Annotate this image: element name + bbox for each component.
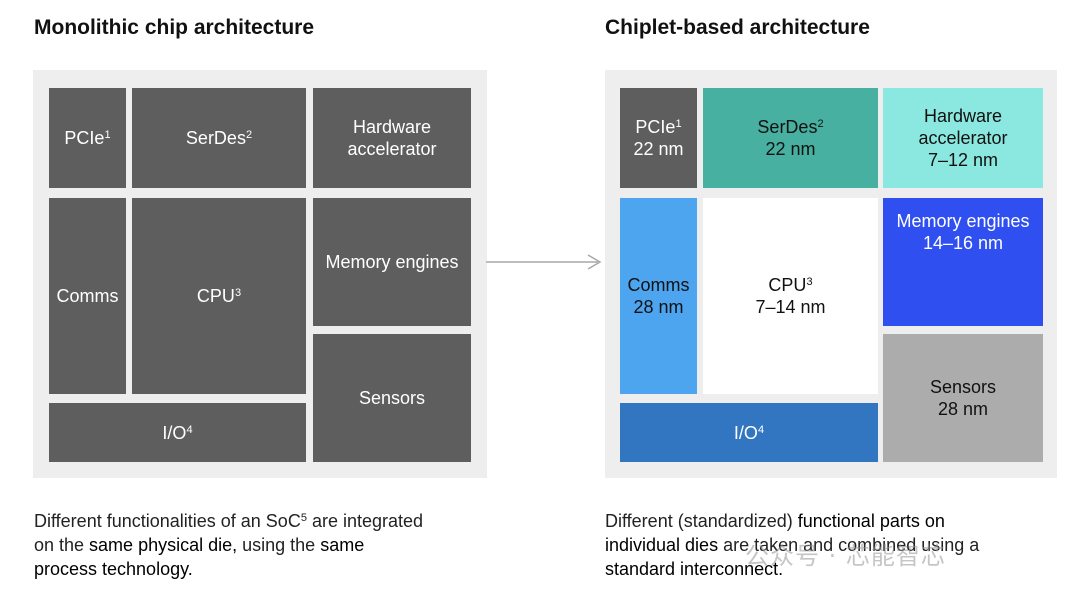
comms-block: Comms <box>49 198 126 394</box>
memory-engines-chiplet: Memory engines 14–16 nm <box>883 198 1043 326</box>
monolithic-panel: PCIe1 SerDes2 Hardware accelerator Comms… <box>33 70 487 478</box>
io-chiplet: I/O4 <box>620 403 878 462</box>
cpu-chiplet: CPU3 7–14 nm <box>703 198 878 394</box>
hardware-accelerator-block: Hardware accelerator <box>313 88 471 188</box>
serdes-block: SerDes2 <box>132 88 306 188</box>
hardware-accelerator-chiplet: Hardware accelerator 7–12 nm <box>883 88 1043 188</box>
transition-arrow-icon <box>486 254 602 270</box>
right-caption: Different (standardized) functional part… <box>605 511 980 579</box>
sensors-chiplet: Sensors 28 nm <box>883 334 1043 462</box>
left-caption: Different functionalities of an SoC5 are… <box>34 511 424 579</box>
right-title: Chiplet-based architecture <box>605 16 870 39</box>
comms-chiplet: Comms 28 nm <box>620 198 697 394</box>
watermark-text: 公众号 · 芯能智芯 <box>745 542 946 570</box>
pcie-chiplet: PCIe1 22 nm <box>620 88 697 188</box>
pcie-block: PCIe1 <box>49 88 126 188</box>
left-title: Monolithic chip architecture <box>34 16 315 39</box>
chiplet-panel: PCIe1 22 nm SerDes2 22 nm Hardware accel… <box>605 70 1057 478</box>
cpu-block: CPU3 <box>132 198 306 394</box>
io-block: I/O4 <box>49 403 306 462</box>
serdes-chiplet: SerDes2 22 nm <box>703 88 878 188</box>
memory-engines-block: Memory engines <box>313 198 471 326</box>
sensors-block: Sensors <box>313 334 471 462</box>
